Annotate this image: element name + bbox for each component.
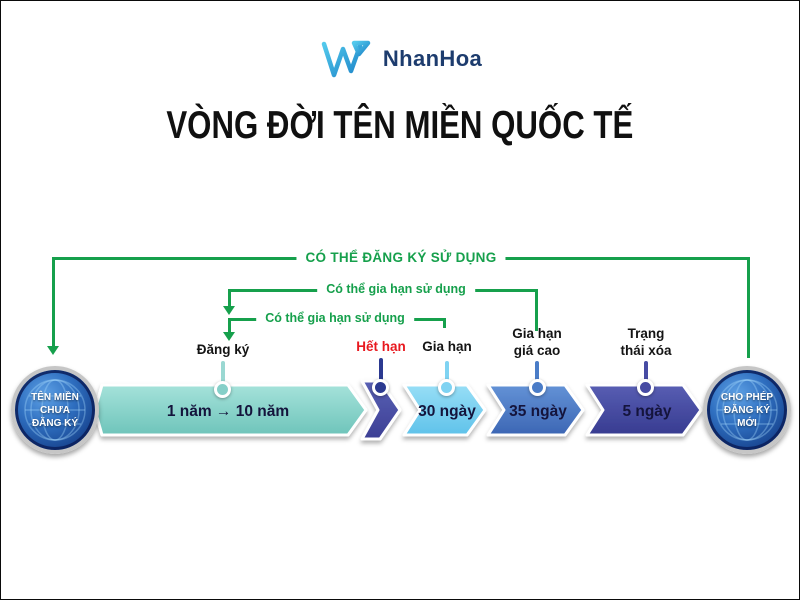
start-node: TÊN MIỀN CHƯA ĐĂNG KÝ bbox=[11, 366, 99, 454]
segment-grace-label: 30 ngày bbox=[418, 403, 476, 420]
nhanhoa-w-logo-icon bbox=[321, 40, 371, 78]
globe-icon bbox=[716, 379, 778, 441]
start-node-label: TÊN MIỀN CHƯA ĐĂNG KÝ bbox=[31, 391, 79, 429]
end-node-label: CHO PHÉP ĐĂNG KÝ MỚI bbox=[720, 391, 774, 429]
outer-bracket-label: CÓ THỂ ĐĂNG KÝ SỬ DỤNG bbox=[296, 250, 506, 265]
milestone-delete-status-label: Trạng thái xóa bbox=[620, 326, 672, 358]
segment-redemption-period bbox=[486, 383, 585, 437]
inner-bracket-left-arrow-icon bbox=[223, 332, 235, 341]
milestone-register-label: Đăng ký bbox=[196, 342, 250, 357]
pin-delete-status bbox=[644, 361, 648, 383]
segment-pending-delete bbox=[585, 383, 703, 437]
pin-dot-expire bbox=[372, 379, 389, 396]
timeline-arrows: 1 năm → 10 năm 30 ngày 35 ngày 5 ngày bbox=[93, 379, 703, 441]
middle-bracket-label: Có thể gia hạn sử dụng bbox=[317, 282, 475, 296]
pin-renew-high-price bbox=[535, 361, 539, 383]
pin-expire bbox=[379, 358, 383, 384]
brand-logo: NhanHoa bbox=[1, 37, 799, 81]
milestone-renew-high-price-label: Gia hạn giá cao bbox=[512, 326, 562, 358]
pin-renew bbox=[445, 361, 449, 384]
milestone-expire-label: Hết hạn bbox=[356, 339, 406, 354]
segment-grace-period bbox=[402, 383, 487, 437]
outer-bracket-left-arrow-icon bbox=[47, 346, 59, 355]
milestone-renew-label: Gia hạn bbox=[422, 339, 472, 354]
inner-bracket-right-line bbox=[443, 318, 446, 328]
middle-bracket-left-line bbox=[228, 289, 231, 306]
pin-dot-renew bbox=[438, 379, 455, 396]
segment-redemption-label: 35 ngày bbox=[509, 403, 567, 420]
inner-bracket-left-line bbox=[228, 318, 231, 332]
middle-bracket-right-line bbox=[535, 289, 538, 331]
outer-bracket-left-line bbox=[52, 257, 55, 346]
segment-registration-label: 1 năm → 10 năm bbox=[167, 403, 289, 420]
pin-dot-delete-status bbox=[637, 379, 654, 396]
segment-pending-delete-label: 5 ngày bbox=[622, 403, 671, 420]
middle-bracket-left-arrow-icon bbox=[223, 306, 235, 315]
pin-dot-renew-high-price bbox=[529, 379, 546, 396]
page-title: VÒNG ĐỜI TÊN MIỀN QUỐC TẾ bbox=[166, 104, 634, 147]
pin-dot-register bbox=[214, 381, 231, 398]
pin-register bbox=[221, 361, 225, 385]
brand-name: NhanHoa bbox=[382, 46, 483, 71]
end-node: CHO PHÉP ĐĂNG KÝ MỚI bbox=[703, 366, 791, 454]
inner-bracket-label: Có thể gia hạn sử dụng bbox=[256, 311, 414, 325]
globe-icon bbox=[24, 379, 86, 441]
outer-bracket-right-line bbox=[747, 257, 750, 358]
